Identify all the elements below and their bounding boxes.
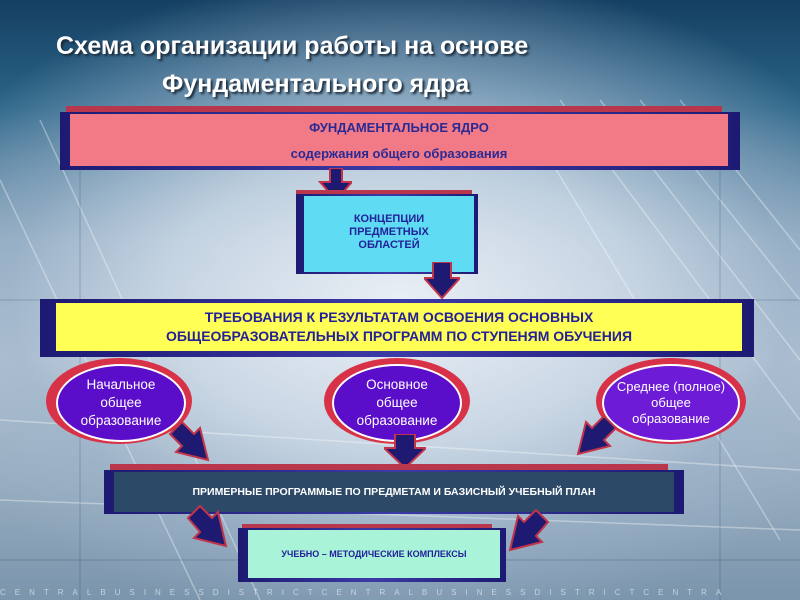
page-title-line2: Фундаментального ядра	[162, 70, 470, 98]
arrow-down-icon	[424, 262, 460, 300]
level-basic-oval: Основное общее образование	[332, 364, 462, 442]
core-title: ФУНДАМЕНТАЛЬНОЕ ЯДРО	[309, 120, 489, 135]
requirements-box: ТРЕБОВАНИЯ К РЕЗУЛЬТАТАМ ОСВОЕНИЯ ОСНОВН…	[56, 303, 742, 351]
arrow-diagonal-icon	[186, 504, 228, 548]
level-basic-label: Основное общее образование	[356, 377, 438, 428]
level-primary-oval: Начальное общее образование	[56, 364, 186, 442]
arrow-diagonal-icon	[508, 508, 550, 552]
level-primary-label: Начальное общее образование	[80, 377, 162, 428]
umk-box: УЧЕБНО – МЕТОДИЧЕСКИЕ КОМПЛЕКСЫ	[248, 530, 500, 578]
page-title-line1: Схема организации работы на основе	[56, 32, 529, 60]
core-box: ФУНДАМЕНТАЛЬНОЕ ЯДРО содержания общего о…	[70, 114, 728, 166]
level-secondary-label: Среднее (полное) общее образование	[616, 379, 726, 426]
requirements-line2: ОБЩЕОБРАЗОВАТЕЛЬНЫХ ПРОГРАММ ПО СТУПЕНЯМ…	[165, 328, 633, 344]
level-secondary-oval: Среднее (полное) общее образование	[602, 364, 740, 442]
programs-box: ПРИМЕРНЫЕ ПРОГРАММЫЕ ПО ПРЕДМЕТАМ И БАЗИ…	[114, 472, 674, 512]
concepts-box: КОНЦЕПЦИИ ПРЕДМЕТНЫХ ОБЛАСТЕЙ	[304, 196, 474, 272]
arrow-diagonal-icon	[576, 414, 618, 456]
requirements-line1: ТРЕБОВАНИЯ К РЕЗУЛЬТАТАМ ОСВОЕНИЯ ОСНОВН…	[204, 309, 594, 325]
footer-strip: CENTRALBUSINESSDISTRICTCENTRALBUSINESSDI…	[0, 588, 731, 597]
arrow-down-icon	[384, 434, 426, 470]
arrow-diagonal-icon	[168, 420, 210, 462]
core-subtitle: содержания общего образования	[290, 146, 508, 161]
